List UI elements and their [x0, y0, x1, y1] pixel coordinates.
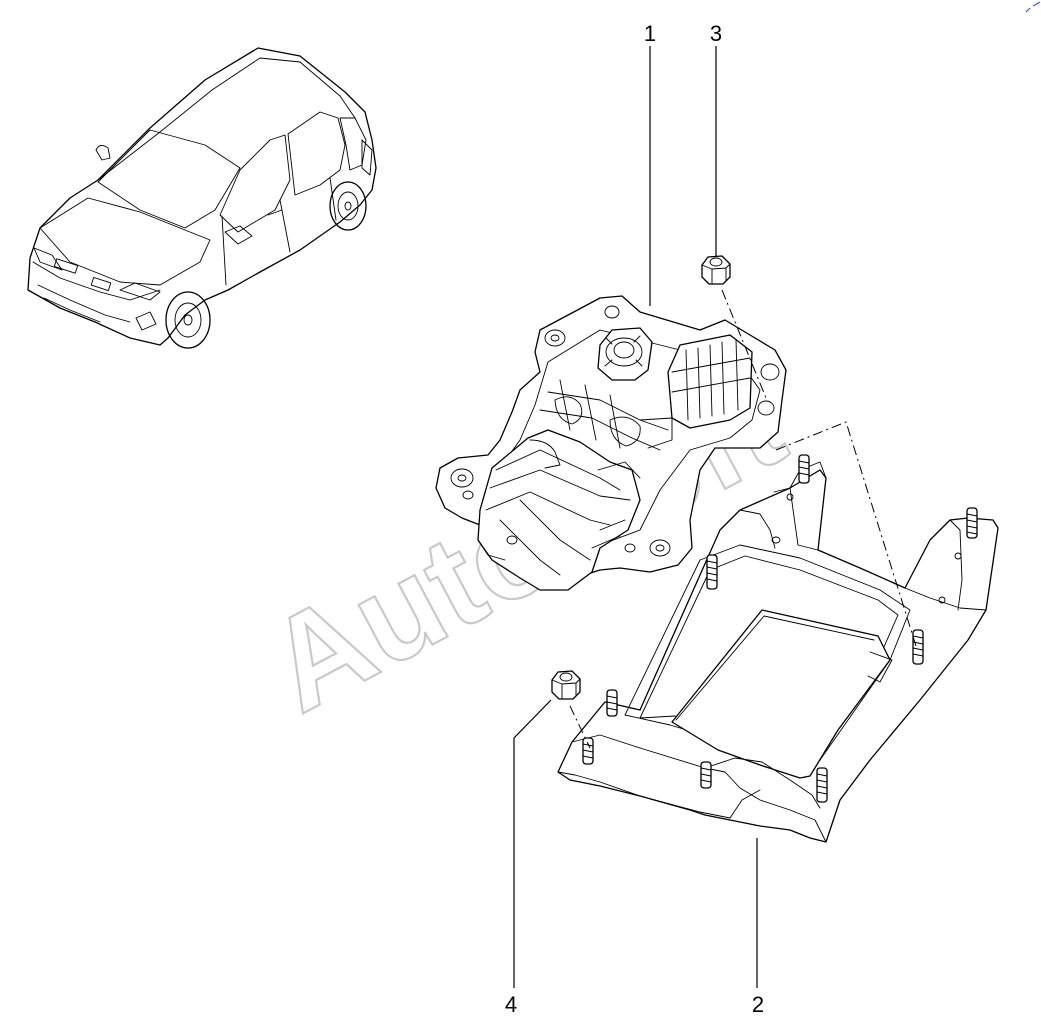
bracket-studs: [582, 454, 978, 803]
nut-part-3: [701, 255, 731, 285]
vehicle-thumbnail: [27, 47, 377, 349]
corner-mark-icon: [1025, 1, 1041, 13]
mounting-bracket-part-2: [557, 454, 999, 843]
leader-lines: [513, 46, 758, 988]
callout-2: 2: [752, 992, 764, 1017]
callout-3: 3: [710, 21, 722, 46]
callout-1: 1: [644, 21, 656, 46]
control-module-part-1: [435, 295, 787, 591]
assembly-lines: [569, 289, 917, 749]
nut-part-4: [551, 670, 581, 700]
callout-4: 4: [505, 992, 517, 1017]
